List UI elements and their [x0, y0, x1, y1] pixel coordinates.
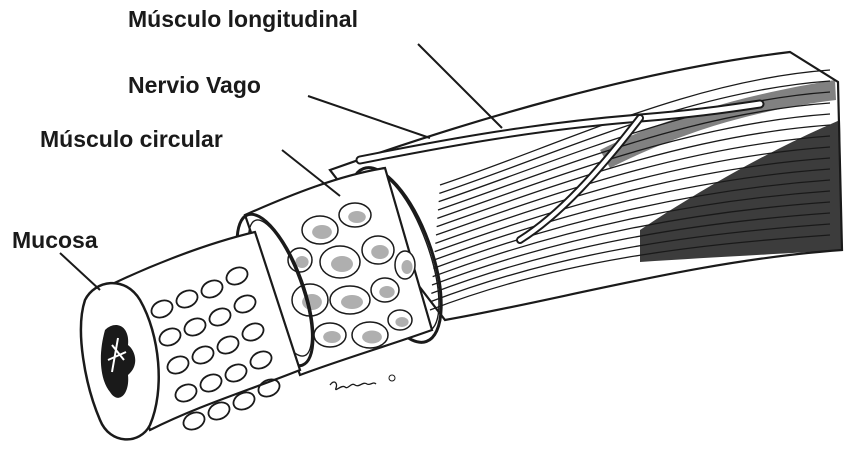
- circular-muscle-cell-shade: [371, 245, 389, 259]
- leader-line-mucosa: [60, 253, 100, 290]
- circular-muscle-cell-shade: [348, 211, 366, 223]
- circular-muscle-cell-shade: [312, 225, 332, 239]
- circular-muscle-cell-shade: [395, 317, 408, 327]
- artist-signature: [330, 375, 395, 390]
- circular-muscle-cell-shade: [362, 331, 382, 344]
- label-longitudinal-muscle: Músculo longitudinal: [128, 8, 358, 31]
- circular-muscle-cell-shade: [402, 260, 413, 274]
- leader-line-longitudinal: [418, 44, 502, 128]
- circular-muscle-cell-shade: [379, 286, 394, 298]
- label-mucosa: Mucosa: [12, 229, 98, 252]
- label-circular-muscle: Músculo circular: [40, 128, 223, 151]
- circular-muscle-cell-shade: [341, 295, 363, 309]
- circular-muscle-cell-shade: [331, 256, 353, 272]
- leader-line-vagus: [308, 96, 430, 138]
- circular-muscle-cell-shade: [295, 256, 308, 268]
- circular-muscle-cell-shade: [323, 331, 341, 343]
- label-vagus-nerve: Nervio Vago: [128, 74, 261, 97]
